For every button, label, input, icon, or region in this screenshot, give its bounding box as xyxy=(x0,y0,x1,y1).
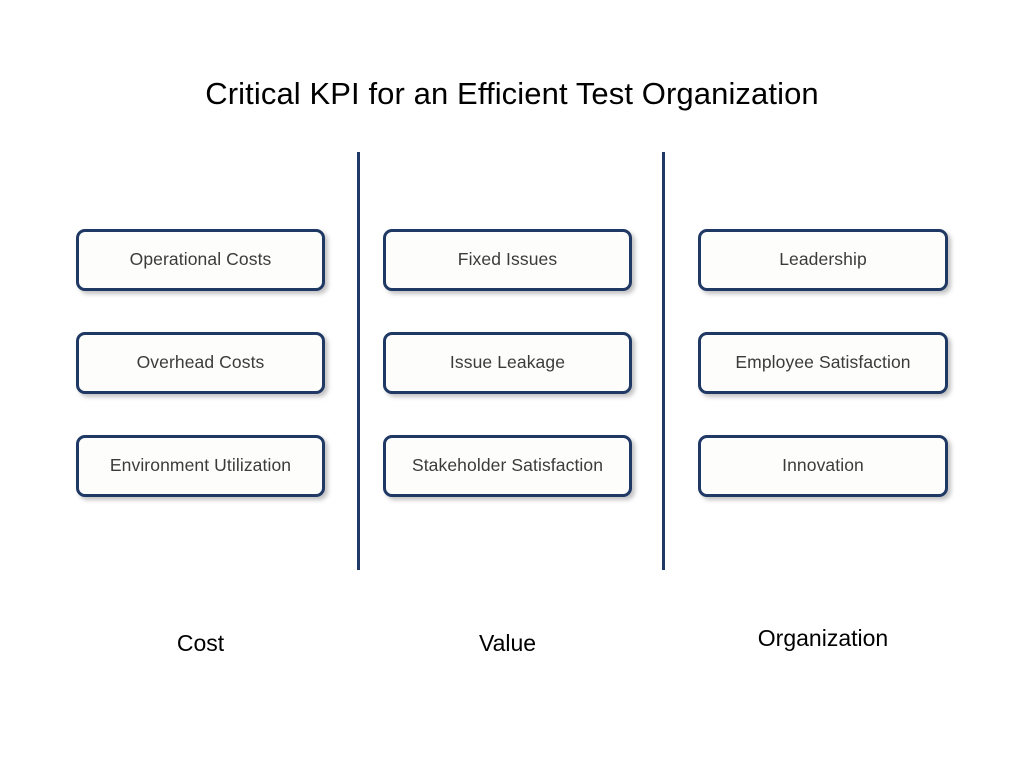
category-label-cost: Cost xyxy=(176,630,225,656)
kpi-box-operational-costs[interactable]: Operational Costs xyxy=(76,229,325,291)
column-divider-1 xyxy=(357,152,360,570)
column-value: Fixed Issues Issue Leakage Stakeholder S… xyxy=(383,229,632,497)
kpi-label: Overhead Costs xyxy=(136,352,265,373)
kpi-box-issue-leakage[interactable]: Issue Leakage xyxy=(383,332,632,394)
kpi-label: Environment Utilization xyxy=(109,455,292,476)
kpi-box-employee-satisfaction[interactable]: Employee Satisfaction xyxy=(698,332,948,394)
kpi-label: Innovation xyxy=(782,455,864,476)
kpi-box-overhead-costs[interactable]: Overhead Costs xyxy=(76,332,325,394)
kpi-label: Employee Satisfaction xyxy=(735,352,911,373)
column-cost: Operational Costs Overhead Costs Environ… xyxy=(76,229,325,497)
category-label-organization: Organization xyxy=(757,625,889,651)
kpi-box-environment-utilization[interactable]: Environment Utilization xyxy=(76,435,325,497)
kpi-label: Stakeholder Satisfaction xyxy=(411,455,604,476)
kpi-box-leadership[interactable]: Leadership xyxy=(698,229,948,291)
category-label-value: Value xyxy=(478,630,537,656)
column-organization: Leadership Employee Satisfaction Innovat… xyxy=(698,229,948,497)
kpi-label: Leadership xyxy=(779,249,867,270)
kpi-box-stakeholder-satisfaction[interactable]: Stakeholder Satisfaction xyxy=(383,435,632,497)
kpi-box-fixed-issues[interactable]: Fixed Issues xyxy=(383,229,632,291)
kpi-label: Issue Leakage xyxy=(449,352,566,373)
kpi-label: Operational Costs xyxy=(129,249,272,270)
column-divider-2 xyxy=(662,152,665,570)
page-title: Critical KPI for an Efficient Test Organ… xyxy=(205,76,819,111)
kpi-box-innovation[interactable]: Innovation xyxy=(698,435,948,497)
kpi-label: Fixed Issues xyxy=(457,249,558,270)
